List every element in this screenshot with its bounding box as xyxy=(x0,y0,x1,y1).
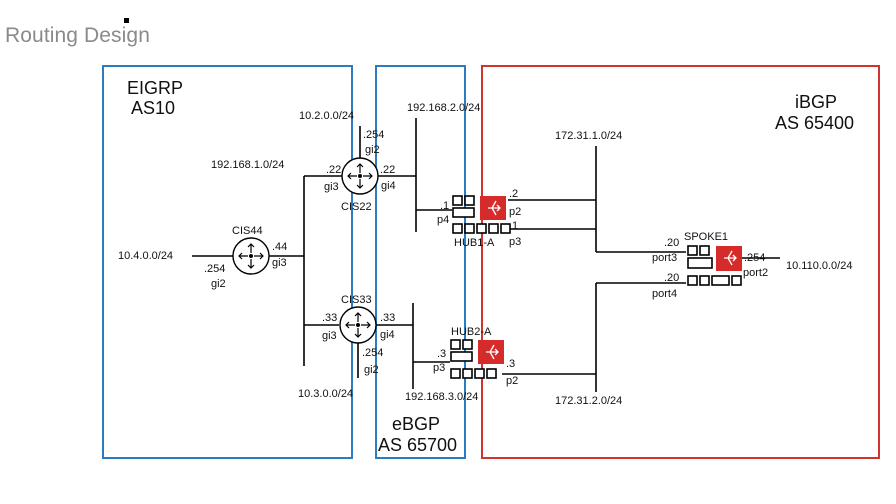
spoke1-ip-20-port4: .20 xyxy=(664,272,679,284)
ibgp-zone-box xyxy=(481,65,880,459)
hub1-if-p4: p4 xyxy=(437,214,449,226)
eigrp-as-label: AS10 xyxy=(131,98,175,118)
cis22-if-gi4: gi4 xyxy=(381,180,396,192)
cis33-ip-33-right: .33 xyxy=(380,312,395,324)
spoke1-firewall xyxy=(687,245,742,286)
spoke1-ip-20-port3: .20 xyxy=(664,237,679,249)
cis33-if-gi4: gi4 xyxy=(380,329,395,341)
spoke1-name: SPOKE1 xyxy=(684,231,728,243)
cis22-if-gi2: gi2 xyxy=(365,144,380,156)
hub1-ip-1-p3: .1 xyxy=(509,220,518,232)
hub1-ip-2: .2 xyxy=(509,188,518,200)
net-172-31-1: 172.31.1.0/24 xyxy=(555,130,622,142)
cis44-if-gi2: gi2 xyxy=(211,278,226,290)
hub2-ip-3-p3: .3 xyxy=(437,348,446,360)
hub2-ip-3-p2: .3 xyxy=(506,358,515,370)
hub1-if-p2: p2 xyxy=(509,206,521,218)
net-192-168-1: 192.168.1.0/24 xyxy=(211,159,284,171)
ebgp-zone-box xyxy=(375,65,466,459)
cis33-name: CIS33 xyxy=(341,294,372,306)
ibgp-label: iBGP xyxy=(795,92,837,112)
hub1-name: HUB1-A xyxy=(454,237,495,249)
hub2-firewall xyxy=(450,339,504,379)
net-192-168-3: 192.168.3.0/24 xyxy=(405,391,478,403)
ibgp-as-label: AS 65400 xyxy=(775,113,854,133)
net-10-4: 10.4.0.0/24 xyxy=(118,250,173,262)
cis33-ip-33-left: .33 xyxy=(322,312,337,324)
spoke1-ip-254: .254 xyxy=(744,252,765,264)
hub2-name: HUB2-A xyxy=(451,326,492,338)
hub1-ip-1-p4: .1 xyxy=(440,200,449,212)
cis22-router xyxy=(341,157,379,195)
spoke1-if-port3: port3 xyxy=(652,252,677,264)
slide-title: Routing Design xyxy=(5,24,150,47)
hub2-if-p3: p3 xyxy=(433,362,445,374)
cis44-router xyxy=(232,237,270,275)
net-10-110: 10.110.0.0/24 xyxy=(786,260,852,272)
cis33-if-gi3: gi3 xyxy=(322,330,337,342)
cis22-ip-254: .254 xyxy=(363,129,384,141)
cis22-ip-22-right: .22 xyxy=(380,164,395,176)
cis33-ip-254: .254 xyxy=(362,347,383,359)
cis33-if-gi2: gi2 xyxy=(364,364,379,376)
net-172-31-2: 172.31.2.0/24 xyxy=(555,395,622,407)
spoke1-if-port4: port4 xyxy=(652,288,677,300)
net-10-3: 10.3.0.0/24 xyxy=(298,388,353,400)
hub2-if-p2: p2 xyxy=(506,375,518,387)
title-marker xyxy=(124,18,129,23)
links xyxy=(192,118,780,392)
ebgp-label: eBGP xyxy=(392,414,440,434)
cis44-name: CIS44 xyxy=(232,225,263,237)
cis33-router xyxy=(339,306,377,344)
cis22-name: CIS22 xyxy=(341,201,372,213)
cis44-if-gi3: gi3 xyxy=(272,257,287,269)
cis44-ip-254: .254 xyxy=(204,263,225,275)
eigrp-label: EIGRP xyxy=(127,78,183,98)
net-192-168-2: 192.168.2.0/24 xyxy=(407,102,480,114)
cis44-ip-44: .44 xyxy=(272,241,287,253)
cis22-if-gi3: gi3 xyxy=(324,181,339,193)
ebgp-as-label: AS 65700 xyxy=(378,435,457,455)
hub1-firewall xyxy=(452,195,511,234)
net-10-2: 10.2.0.0/24 xyxy=(299,110,354,122)
cis22-ip-22-left: .22 xyxy=(326,164,341,176)
spoke1-if-port2: port2 xyxy=(743,267,768,279)
eigrp-zone-box xyxy=(102,65,353,459)
hub1-if-p3: p3 xyxy=(509,236,521,248)
